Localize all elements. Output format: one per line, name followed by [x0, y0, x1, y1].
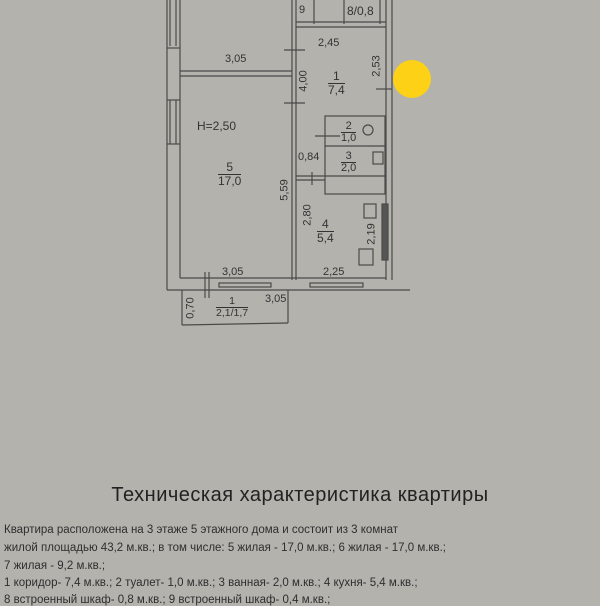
spec-line-5: 8 встроенный шкаф- 0,8 м.кв.; 9 встроенн… — [4, 594, 331, 606]
cursor-indicator — [393, 60, 431, 98]
dim-3-05-balcony: 3,05 — [265, 293, 287, 305]
spec-line-3: 7 жилая - 9,2 м.кв.; — [4, 560, 106, 572]
spec-line-4: 1 коридор- 7,4 м.кв.; 2 туалет- 1,0 м.кв… — [4, 577, 418, 589]
closet-8-label: 8/0,8 — [347, 4, 374, 18]
room-2-toilet: 2 1,0 — [341, 120, 357, 144]
dim-2-19: 2,19 — [365, 223, 378, 245]
ceiling-height: H=2,50 — [197, 119, 237, 133]
floor-plan: 9 8/0,8 3,05 2,45 2,53 4,00 1 7,4 H=2,50… — [166, 0, 431, 326]
dim-2-80: 2,80 — [301, 204, 314, 226]
room-3-bath: 3 2,0 — [341, 150, 357, 174]
dim-3-05-top: 3,05 — [225, 53, 247, 65]
dim-2-45: 2,45 — [318, 37, 340, 49]
room-5-living: 5 17,0 — [218, 160, 242, 188]
spec-line-2: жилой площадью 43,2 м.кв.; в том числе: … — [4, 542, 446, 554]
dim-5-59: 5,59 — [278, 179, 291, 201]
dim-3-05-bottom: 3,05 — [222, 266, 244, 278]
dim-0-70: 0,70 — [184, 297, 197, 319]
dim-4-00: 4,00 — [297, 70, 310, 92]
closet-9-label: 9 — [299, 4, 306, 16]
dim-0-84: 0,84 — [298, 151, 320, 163]
room-1-corridor: 1 7,4 — [328, 69, 345, 97]
room-4-kitchen: 4 5,4 — [317, 217, 334, 245]
document-title: Техническая характеристика квартиры — [111, 484, 489, 506]
dim-2-25: 2,25 — [323, 266, 345, 278]
dim-2-53: 2,53 — [370, 55, 383, 77]
floor-plan-drawing — [166, 0, 422, 326]
balcony: 1 2,1/1,7 — [216, 295, 249, 319]
spec-line-1: Квартира расположена на 3 этаже 5 этажно… — [4, 524, 398, 536]
